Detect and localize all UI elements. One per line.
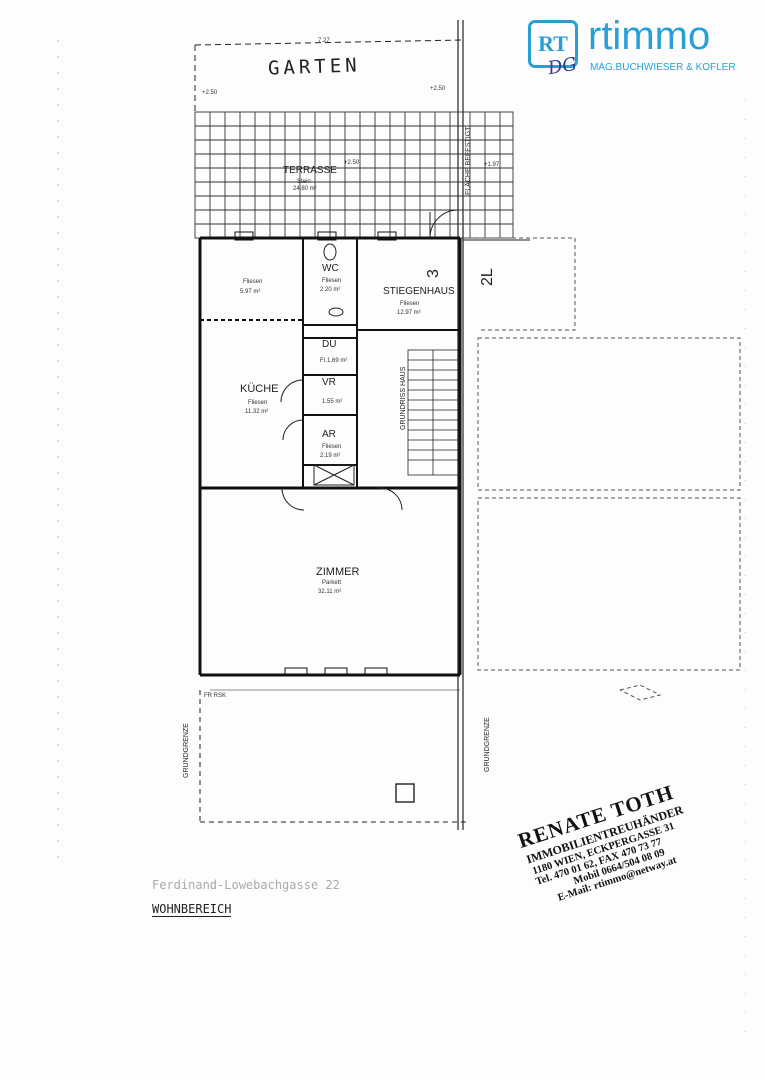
room-ar-floor: Fliesen bbox=[322, 444, 342, 450]
section-3-marker: 3 bbox=[425, 269, 442, 278]
room-zimmer-floor: Parkett bbox=[322, 580, 342, 586]
room-wc-area: 2.20 m² bbox=[320, 287, 341, 293]
boundary-left-label: GRUNDGRENZE bbox=[183, 723, 190, 778]
level-right: +2.50 bbox=[430, 86, 446, 92]
paved-level: +1.97 bbox=[484, 162, 500, 168]
room-stiegenhaus-name: STIEGENHAUS bbox=[383, 286, 455, 297]
section-2l-marker: 2L bbox=[479, 268, 496, 286]
room-vr-area: 1.55 m² bbox=[322, 399, 343, 405]
room-stiegenhaus-area: 12.97 m² bbox=[397, 310, 421, 316]
room-wc-floor: Fliesen bbox=[322, 278, 342, 284]
windows-top bbox=[234, 231, 397, 241]
area-title: WOHNBEREICH bbox=[152, 902, 232, 917]
neighbour-house bbox=[470, 237, 741, 701]
room-vr-name: VR bbox=[322, 377, 336, 388]
room-du-floor: Fl. bbox=[320, 358, 327, 364]
company-logo: RT DG rtimmo MAG.BUCHWIESER & KOFLER bbox=[528, 14, 750, 82]
logo-mark: RT bbox=[528, 20, 578, 68]
property-address: Ferdinand-Lowebachgasse 22 bbox=[152, 878, 340, 892]
garden-boundary-top bbox=[194, 39, 463, 46]
terrace-floor: Stein bbox=[297, 179, 311, 185]
staircase bbox=[407, 349, 459, 476]
sink-fixture bbox=[328, 307, 344, 317]
room-wc-name: WC bbox=[322, 263, 339, 274]
toilet-fixture bbox=[323, 243, 337, 261]
room-zimmer-area: 32.11 m² bbox=[318, 589, 342, 595]
terrace-level: +2.50 bbox=[344, 160, 360, 166]
terrace-name: TERRASSE bbox=[283, 165, 337, 176]
room-kueche-area: 11.32 m² bbox=[245, 409, 269, 415]
logo-subtitle: MAG.BUCHWIESER & KOFLER bbox=[590, 62, 736, 73]
logo-signature: DG bbox=[546, 53, 579, 80]
room-flur-floor: Fliesen bbox=[243, 279, 263, 285]
stair-note: GRUNDRISS HAUS bbox=[400, 366, 407, 430]
windows-bottom bbox=[284, 667, 388, 677]
room-ar-area: 2.19 m² bbox=[320, 453, 341, 459]
room-kueche-name: KÜCHE bbox=[240, 383, 279, 395]
room-ar-name: AR bbox=[322, 429, 336, 440]
rsk-label: FR RSK bbox=[204, 693, 227, 699]
top-dimension: 7.27 bbox=[318, 38, 330, 44]
room-du-area: 1.69 m² bbox=[327, 358, 348, 364]
terrace-area: 24.80 m² bbox=[293, 186, 317, 192]
boundary-right-label: GRUNDGRENZE bbox=[484, 717, 491, 772]
garden-label: GARTEN bbox=[267, 54, 361, 80]
room-stiegenhaus-floor: Fliesen bbox=[400, 301, 420, 307]
room-flur-area: 5.97 m² bbox=[240, 289, 261, 295]
room-kueche-floor: Fliesen bbox=[248, 400, 268, 406]
room-du-name: DU bbox=[322, 339, 337, 350]
room-zimmer-name: ZIMMER bbox=[316, 566, 360, 578]
logo-name: rtimmo bbox=[588, 14, 711, 58]
door-swings bbox=[280, 209, 459, 511]
level-left: +2.50 bbox=[202, 90, 218, 96]
paved-area-label: FLÄCHE BEFESTIGT bbox=[465, 126, 472, 195]
storage-crossbox bbox=[313, 464, 355, 486]
front-yard-box bbox=[395, 783, 415, 803]
house-walls bbox=[198, 236, 462, 677]
